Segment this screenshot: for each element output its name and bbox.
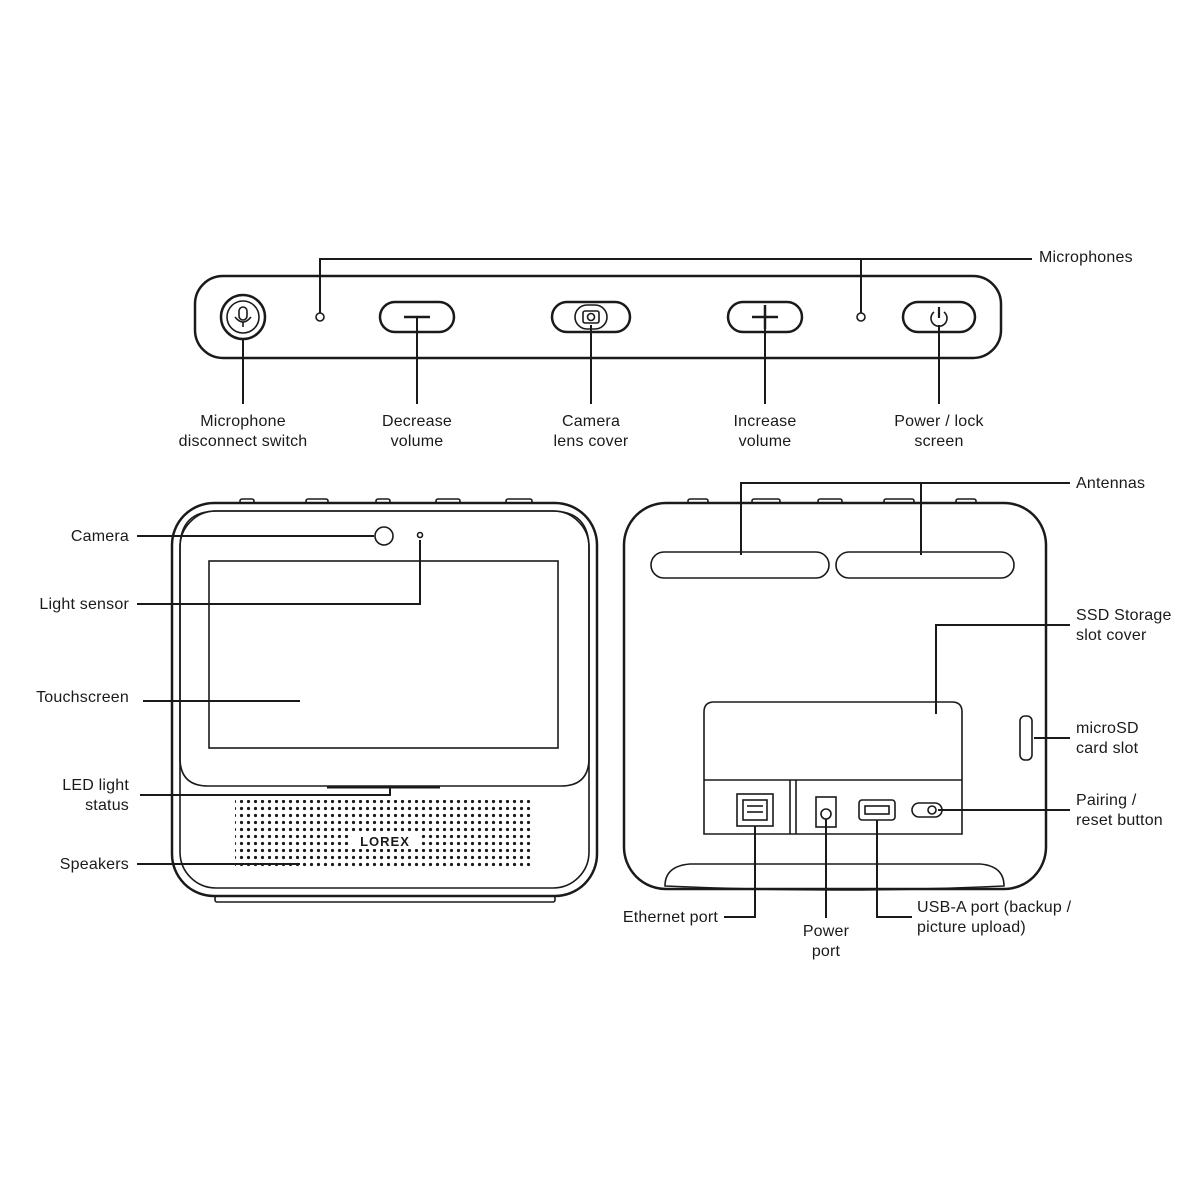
brand-logo-text: LOREX (360, 834, 410, 849)
decrease-volume-label: Decrease volume (381, 413, 453, 450)
stand-base (664, 863, 1005, 891)
power-port-label: Power port (802, 923, 850, 960)
pairing-reset-label: Pairing / reset button (1076, 792, 1163, 829)
speakers-label: Speakers (59, 856, 129, 873)
touchscreen-label: Touchscreen (36, 689, 129, 706)
power-lock-label: Power / lock screen (894, 413, 984, 450)
front-view (137, 498, 599, 903)
light-sensor (416, 531, 424, 539)
antennas-label: Antennas (1076, 475, 1146, 492)
mic-switch-label: Microphone disconnect switch (178, 413, 308, 450)
top-view (193, 258, 1032, 404)
camera-lens-cover-label: Camera lens cover (553, 413, 629, 450)
brand-logo (352, 833, 418, 849)
antenna-right (835, 551, 1015, 579)
ssd-cover-label: SSD Storage slot cover (1076, 607, 1172, 644)
camera-label: Camera (70, 528, 129, 545)
led-status-label: LED light status (62, 777, 129, 814)
microphone-switch (219, 293, 267, 341)
camera-icon (582, 310, 600, 324)
front-camera (374, 526, 394, 546)
microsd-slot (1019, 715, 1033, 761)
light-sensor-label: Light sensor (39, 596, 129, 613)
usb-port-label: USB-A port (backup / picture upload) (917, 899, 1072, 936)
microphones-label: Microphones (1039, 249, 1133, 266)
back-view (622, 482, 1070, 918)
back-device-body (622, 501, 1048, 891)
ethernet-label: Ethernet port (622, 909, 718, 926)
microsd-label: microSD card slot (1076, 720, 1139, 757)
touchscreen (208, 560, 559, 749)
microphone-icon (234, 306, 252, 327)
increase-volume-label: Increase volume (733, 413, 797, 450)
increase-volume-button (726, 300, 804, 334)
ssd-storage-cover (703, 701, 963, 835)
